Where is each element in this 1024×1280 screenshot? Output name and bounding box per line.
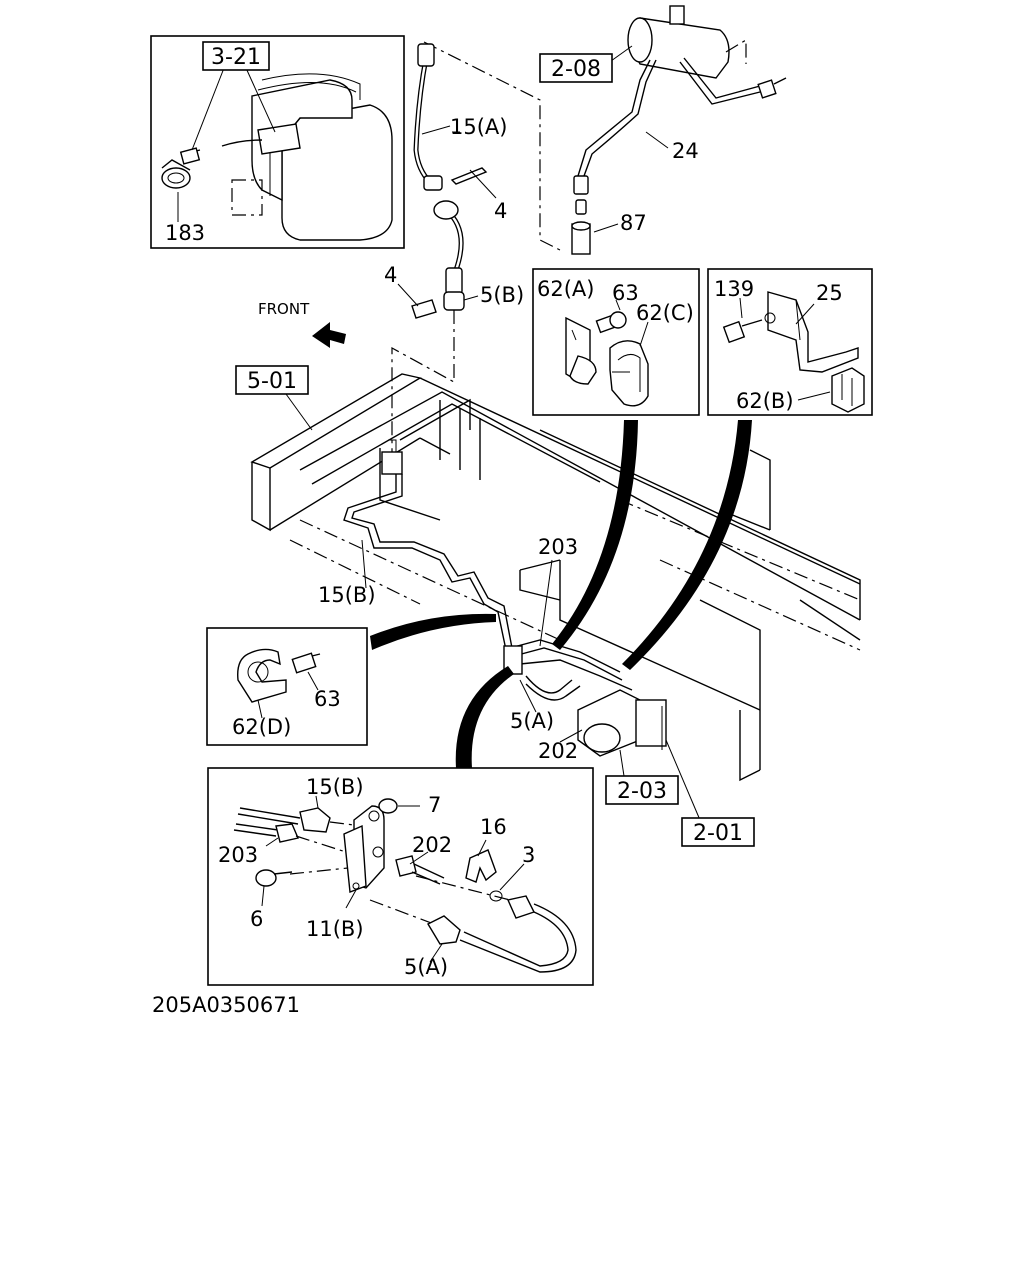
front-direction: FRONT 5-01 bbox=[235, 300, 346, 431]
frame-brake-pipes: 203 15(B) 5(A) 202 2-03 2-01 bbox=[318, 474, 755, 847]
master-cylinder-pipe: 2-08 24 87 bbox=[539, 5, 787, 255]
bracket-panel-25: 139 25 62(B) bbox=[707, 268, 873, 416]
diagram-code: 205A0350671 bbox=[152, 993, 300, 1017]
part-24-label: 24 bbox=[672, 139, 699, 163]
part-15a-label: 15(A) bbox=[450, 115, 507, 139]
part-11b-label: 11(B) bbox=[306, 917, 364, 941]
part-203a-label: 203 bbox=[538, 535, 578, 559]
clamp-panel-62d: 62(D) 63 bbox=[206, 627, 368, 746]
part-62b-label: 62(B) bbox=[736, 389, 794, 413]
part-87-label: 87 bbox=[620, 211, 647, 235]
reservoir-panel: 3-21 183 bbox=[150, 35, 405, 249]
part-6-label: 6 bbox=[250, 907, 263, 931]
part-7-label: 7 bbox=[428, 793, 441, 817]
part-62c-label: 62(C) bbox=[636, 301, 694, 325]
ref-3-21-label: 3-21 bbox=[211, 45, 261, 70]
part-15b-label: 15(B) bbox=[318, 583, 376, 607]
callout-arrows bbox=[370, 420, 752, 768]
front-arrow-icon bbox=[312, 322, 346, 348]
part-202-label: 202 bbox=[538, 739, 578, 763]
part-5a-label: 5(A) bbox=[510, 709, 554, 733]
part-4b-label: 4 bbox=[384, 263, 397, 287]
part-139-label: 139 bbox=[714, 277, 754, 301]
ref-2-03-label: 2-03 bbox=[617, 779, 667, 804]
hose-assembly: 15(A) 4 4 5(B) bbox=[384, 41, 561, 462]
ref-box-2-08 bbox=[539, 53, 613, 83]
part-5b-label: 5(B) bbox=[480, 283, 524, 307]
ref-box-5-01 bbox=[235, 365, 309, 395]
ref-box-2-03 bbox=[605, 775, 679, 805]
part-15b2-label: 15(B) bbox=[306, 775, 364, 799]
part-63a-label: 63 bbox=[612, 281, 639, 305]
part-203b-label: 203 bbox=[218, 843, 258, 867]
part-5a2-label: 5(A) bbox=[404, 955, 448, 979]
part-202b-label: 202 bbox=[412, 833, 452, 857]
part-63b-label: 63 bbox=[314, 687, 341, 711]
part-25-label: 25 bbox=[816, 281, 843, 305]
chassis-frame bbox=[250, 373, 861, 782]
ref-2-01-label: 2-01 bbox=[693, 821, 743, 846]
ref-2-08-label: 2-08 bbox=[551, 57, 601, 82]
part-4a-label: 4 bbox=[494, 199, 507, 223]
junction-detail-panel: 15(B) 7 203 202 16 3 6 11(B) 5(A) bbox=[207, 767, 594, 986]
part-183-label: 183 bbox=[165, 221, 205, 245]
part-62d-label: 62(D) bbox=[232, 715, 291, 739]
front-label: FRONT bbox=[258, 300, 310, 318]
ref-box-2-01 bbox=[681, 817, 755, 847]
clip-panel-62a: 62(A) 63 62(C) bbox=[532, 268, 700, 416]
part-62a-label: 62(A) bbox=[537, 277, 594, 301]
part-16-label: 16 bbox=[480, 815, 507, 839]
ref-box-3-21 bbox=[202, 41, 270, 71]
ref-5-01-label: 5-01 bbox=[247, 369, 297, 394]
part-3-label: 3 bbox=[522, 843, 535, 867]
